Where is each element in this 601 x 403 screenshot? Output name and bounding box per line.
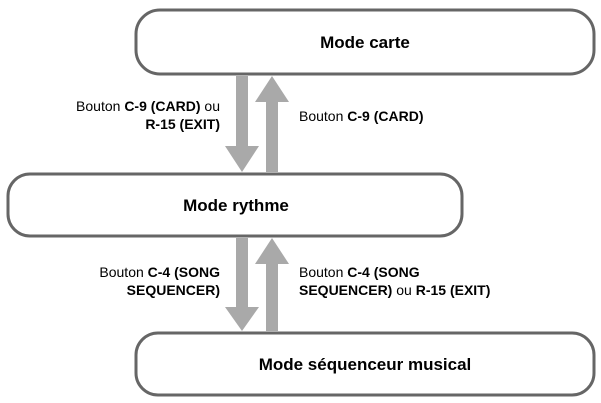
label-rhythm-to-sequencer: Bouton C-4 (SONG SEQUENCER) bbox=[99, 263, 220, 299]
label-rhythm-to-sequencer-line2: SEQUENCER) bbox=[126, 282, 220, 298]
mode-carte-box bbox=[134, 8, 596, 76]
mode-sequenceur-box bbox=[134, 331, 596, 397]
label-sequencer-to-rhythm-line2: SEQUENCER) ou R-15 (EXIT) bbox=[299, 282, 491, 298]
label-card-to-rhythm-line2: R-15 (EXIT) bbox=[145, 116, 220, 132]
mode-sequenceur-label: Mode séquenceur musical bbox=[259, 355, 472, 374]
mode-carte-label: Mode carte bbox=[320, 33, 410, 52]
arrow-up-rhythm-to-card bbox=[255, 76, 289, 172]
mode-rythme-label: Mode rythme bbox=[183, 196, 289, 215]
arrow-down-card-to-rhythm bbox=[225, 76, 259, 172]
arrow-up-sequencer-to-rhythm bbox=[255, 238, 289, 331]
mode-rythme-box bbox=[6, 172, 464, 238]
label-sequencer-to-rhythm-line1: Bouton C-4 (SONG bbox=[299, 264, 420, 280]
label-card-to-rhythm-line1: Bouton C-9 (CARD) ou bbox=[76, 98, 220, 114]
label-rhythm-to-sequencer-line1: Bouton C-4 (SONG bbox=[99, 264, 220, 280]
label-sequencer-to-rhythm: Bouton C-4 (SONG SEQUENCER) ou R-15 (EXI… bbox=[299, 263, 490, 299]
arrow-down-rhythm-to-sequencer bbox=[225, 238, 259, 331]
label-card-to-rhythm: Bouton C-9 (CARD) ou R-15 (EXIT) bbox=[76, 97, 220, 133]
label-rhythm-to-card: Bouton C-9 (CARD) bbox=[299, 108, 424, 124]
